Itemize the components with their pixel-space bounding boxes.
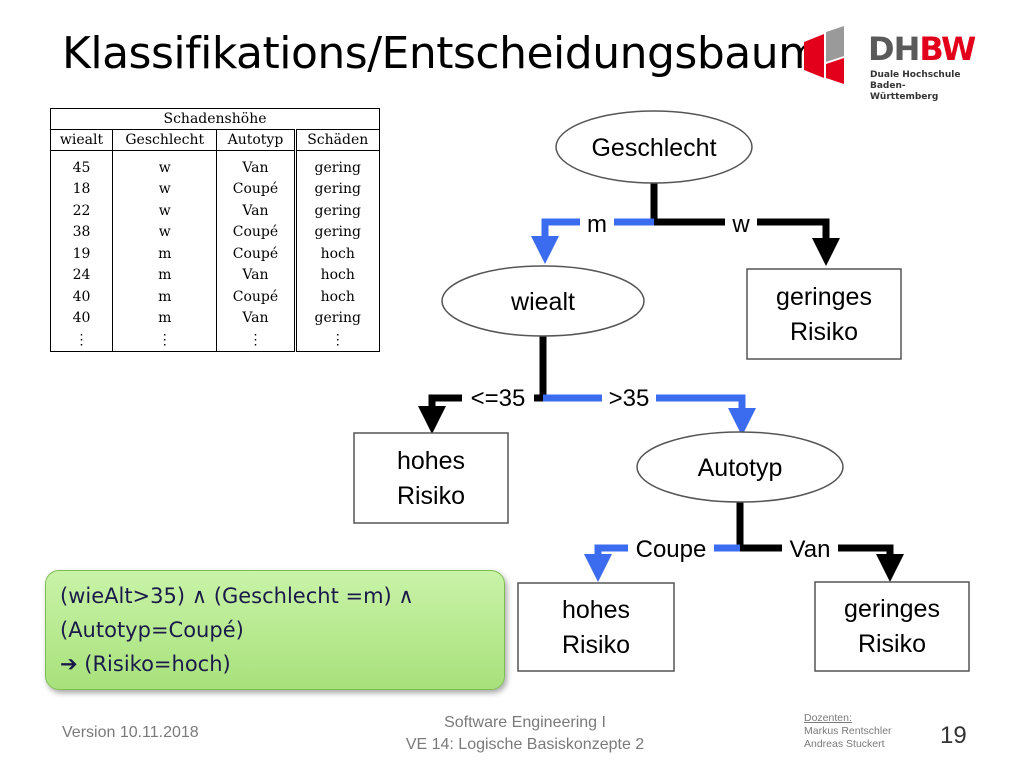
edge-label-van: Van bbox=[790, 536, 831, 563]
table-cell: gering bbox=[294, 200, 380, 222]
table-cell: Van bbox=[216, 307, 297, 329]
footer-version: Version 10.11.2018 bbox=[62, 724, 199, 741]
leaf-geringes-risiko-2-line2: Risiko bbox=[858, 630, 926, 658]
leaf-hohes-risiko-2-line1: hohes bbox=[562, 596, 630, 624]
rule-line-2: (Autotyp=Coupé) bbox=[60, 618, 244, 642]
rule-line-3: ➔ (Risiko=hoch) bbox=[60, 652, 231, 676]
edge-label-w: w bbox=[731, 211, 750, 238]
table-cell: 18 bbox=[49, 178, 114, 200]
footer-lecturer-2: Andreas Stuckert bbox=[804, 738, 885, 750]
table-cell: gering bbox=[294, 307, 380, 329]
leaf-geringes-risiko-1 bbox=[746, 268, 902, 360]
table-row: ⋮⋮⋮⋮ bbox=[49, 329, 380, 352]
damage-table: Schadenshöhe wiealt Geschlecht Autotyp S… bbox=[49, 108, 380, 352]
leaf-geringes-risiko-1-line1: geringes bbox=[776, 283, 872, 311]
table-cell: Van bbox=[216, 200, 297, 222]
table-cell: m bbox=[112, 243, 218, 265]
leaf-hohes-risiko-1-line2: Risiko bbox=[397, 482, 465, 510]
leaf-hohes-risiko-1 bbox=[353, 432, 509, 524]
table-cell: ⋮ bbox=[112, 329, 218, 352]
leaf-geringes-risiko-2-line1: geringes bbox=[844, 595, 940, 623]
rule-box: (wieAlt>35) ∧ (Geschlecht =m) ∧ (Autotyp… bbox=[45, 570, 505, 690]
table-cell: Coupé bbox=[216, 286, 297, 308]
table-cell: w bbox=[112, 221, 218, 243]
table-cell: w bbox=[112, 157, 218, 179]
edge-label-le35: <=35 bbox=[471, 385, 526, 412]
table-cell: 45 bbox=[49, 157, 114, 179]
leaf-hohes-risiko-1-line1: hohes bbox=[397, 447, 465, 475]
edge-w-path bbox=[654, 218, 840, 266]
table-cell: hoch bbox=[294, 264, 380, 286]
table-cell: m bbox=[112, 307, 218, 329]
table-cell: m bbox=[112, 286, 218, 308]
leaf-hohes-risiko-2-line2: Risiko bbox=[562, 631, 630, 659]
footer-course: Software Engineering I VE 14: Logische B… bbox=[380, 712, 670, 756]
footer-course-line2: VE 14: Logische Basiskonzepte 2 bbox=[405, 736, 645, 753]
rule-line-1: (wieAlt>35) ∧ (Geschlecht =m) ∧ bbox=[60, 584, 414, 608]
leaf-hohes-risiko-2 bbox=[517, 582, 675, 672]
table-cell: hoch bbox=[294, 286, 380, 308]
table-cell: m bbox=[112, 264, 218, 286]
header-schaeden: Schäden bbox=[294, 129, 380, 151]
leaf-geringes-risiko-1-line2: Risiko bbox=[790, 318, 858, 346]
dhbw-logo-icon bbox=[804, 26, 844, 84]
node-autotyp bbox=[636, 431, 844, 503]
node-geschlecht-label: Geschlecht bbox=[591, 134, 716, 162]
logo-subtitle: Duale Hochschule Baden-Württemberg bbox=[870, 70, 961, 102]
leaf-geringes-risiko-2 bbox=[814, 581, 970, 672]
page-number: 19 bbox=[940, 722, 967, 749]
footer-lecturers-head: Dozenten: bbox=[804, 712, 852, 724]
table-header-row: wiealt Geschlecht Autotyp Schäden bbox=[49, 129, 380, 151]
edge-label-gt35: >35 bbox=[609, 385, 650, 412]
header-autotyp: Autotyp bbox=[216, 129, 297, 151]
footer-lecturers: Dozenten: Markus Rentschler Andreas Stuc… bbox=[804, 712, 892, 751]
slide-title: Klassifikations/Entscheidungsbaum bbox=[62, 28, 821, 79]
node-geschlecht bbox=[555, 110, 753, 184]
table-cell: 38 bbox=[49, 221, 114, 243]
header-geschlecht: Geschlecht bbox=[112, 129, 218, 151]
table-cell: w bbox=[112, 200, 218, 222]
table-cell: ⋮ bbox=[216, 329, 297, 352]
edge-m-path bbox=[531, 218, 654, 264]
table-cell: Coupé bbox=[216, 243, 297, 265]
logo-brand: DHBW bbox=[868, 30, 976, 68]
table-cell: Van bbox=[216, 157, 297, 179]
table-cell: w bbox=[112, 178, 218, 200]
table-cell: hoch bbox=[294, 243, 380, 265]
edge-label-m: m bbox=[587, 211, 607, 238]
edge-label-coupe: Coupe bbox=[636, 536, 707, 563]
node-autotyp-label: Autotyp bbox=[698, 454, 783, 482]
table-cell: gering bbox=[294, 221, 380, 243]
table-cell: 24 bbox=[49, 264, 114, 286]
node-wiealt-label: wiealt bbox=[510, 288, 575, 316]
footer-course-line1: Software Engineering I bbox=[444, 714, 606, 731]
dhbw-logo: DHBW Duale Hochschule Baden-Württemberg bbox=[800, 26, 976, 102]
table-cell: gering bbox=[294, 178, 380, 200]
footer-lecturer-1: Markus Rentschler bbox=[804, 725, 892, 737]
table-cell: Coupé bbox=[216, 178, 297, 200]
table-cell: gering bbox=[294, 157, 380, 179]
table-cell: ⋮ bbox=[294, 329, 380, 352]
table-cell: Van bbox=[216, 264, 297, 286]
table-cell: Coupé bbox=[216, 221, 297, 243]
node-wiealt bbox=[441, 265, 645, 337]
table-caption: Schadenshöhe bbox=[50, 108, 380, 129]
